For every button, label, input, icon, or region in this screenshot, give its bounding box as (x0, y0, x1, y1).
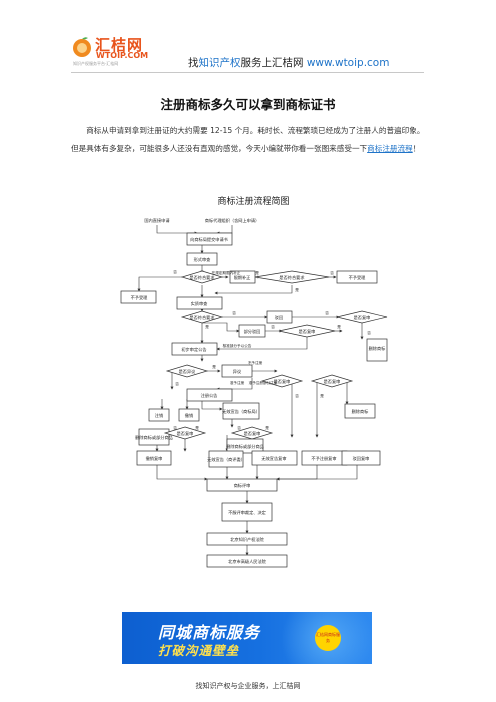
edge-publish-notice: 核准部分予以公告 (223, 343, 252, 348)
paragraph-link[interactable]: 商标注册流程 (367, 144, 413, 153)
node-keep-part: 删除商标或部分商品 (135, 434, 173, 441)
node-del-part: 删除商标或部分商品 (226, 443, 264, 450)
edge-no-1: 否 (173, 270, 177, 274)
node-revoke-review: 撤销复审 (146, 455, 163, 462)
node-registered: 注册公告 (201, 392, 218, 399)
node-q-review4: 是否复审 (324, 378, 341, 385)
edge-no-8: 否 (295, 394, 299, 398)
edge-yes-7: 是 (195, 425, 199, 430)
node-delete: 删除商标 (369, 345, 386, 352)
trademark-flowchart: 商标注册流程简图 (117, 189, 390, 599)
edge-no-5: 否 (271, 325, 275, 329)
edge-approve-reg: 准予注册 (230, 380, 245, 385)
edge-no-7: 否 (175, 382, 179, 386)
node-nreg-review: 不予注册复审 (311, 455, 336, 462)
node-reject1: 不予受理 (349, 274, 367, 281)
node-reject2: 不予受理 (131, 294, 149, 301)
edge-no-10: 否 (237, 426, 241, 430)
node-opposition: 异议 (233, 368, 242, 375)
banner-badge: 汇桔网商标服务 (315, 625, 341, 651)
node-invalid-review: 无效宣告复审 (261, 455, 286, 462)
node-invalid: 无效宣告（商标局） (222, 408, 260, 415)
logo-en-text: WTOIP.COM (96, 51, 149, 60)
header-divider (71, 72, 424, 73)
node-agent: 商标代理组织（含网上申请） (205, 217, 259, 224)
node-tm-board: 商标评审 (234, 482, 251, 489)
node-q-court: 不服评审裁定、决定 (228, 509, 266, 516)
node-substantive: 实质审查 (191, 300, 209, 307)
edge-yes-5: 是 (212, 364, 216, 369)
node-q2: 是否符合要求 (279, 274, 305, 281)
page-footer: 找知识产权与企业服务，上汇桔网 (195, 682, 301, 690)
node-revoke: 撤销 (185, 412, 193, 419)
node-self: 国内直接申请 (144, 217, 169, 224)
node-delete2: 删除商标 (352, 408, 369, 415)
node-q-review3: 是否复审 (274, 378, 291, 385)
edge-not-registered: 不予注册 (248, 360, 263, 365)
orange-logo-icon (73, 37, 91, 57)
node-court2: 北京市高级人民法院 (228, 558, 267, 565)
header-tagline: 找知识产权服务上汇桔网 www.wtoip.com (188, 55, 389, 70)
flowchart-title: 商标注册流程简图 (217, 197, 290, 207)
node-prelim: 初步审定公告 (181, 346, 206, 353)
node-q-r6: 是否复审 (244, 430, 261, 437)
edge-yes-4: 是 (337, 324, 341, 329)
edge-no-3: 否 (232, 311, 236, 315)
flowchart-svg: 国内直接申请 商标代理组织（含网上申请） 向商标局提交申请书 形式审查 是否符合… (120, 217, 388, 568)
site-logo[interactable]: 汇桔网 WTOIP.COM 知识产权服务平台·汇桔网 (71, 34, 161, 68)
paragraph-text: 商标从申请到拿到注册证的大约需要 12-15 个月。耗时长、流程繁琐已经成为了注… (71, 126, 425, 153)
node-q-review1: 是否复审 (354, 314, 371, 321)
tagline-highlight[interactable]: 知识产权 (198, 57, 241, 69)
tagline-prefix: 找 (188, 57, 199, 69)
banner-subline: 打破沟通壁垒 (158, 643, 240, 658)
logo-subtitle: 知识产权服务平台·汇桔网 (73, 61, 119, 66)
edge-no-4: 否 (325, 311, 329, 315)
node-refuse-review: 驳回复审 (353, 455, 370, 462)
promo-banner[interactable]: 同城商标服务 打破沟通壁垒 汇桔网商标服务 (122, 612, 372, 664)
node-q-r5: 是否复审 (177, 430, 194, 437)
node-inval2: 无效宣告（商评委） (207, 456, 245, 463)
paragraph-end: ！ (412, 144, 421, 153)
node-partial: 部分驳回 (244, 328, 261, 335)
edge-yes-8: 是 (265, 425, 269, 430)
node-deregister: 注销 (155, 412, 163, 419)
node-refuse: 驳回 (275, 314, 283, 321)
edge-yes-1: 是 (255, 270, 259, 275)
node-q1: 是否符合要求 (189, 274, 215, 281)
edge-yes-3: 是 (205, 324, 209, 329)
node-court1: 北京知识产权法院 (230, 536, 264, 543)
edge-supp: 在规定期限内补正 (212, 270, 241, 275)
article-paragraph: 商标从申请到拿到注册证的大约需要 12-15 个月。耗时长、流程繁琐已经成为了注… (71, 122, 426, 158)
edge-no-2: 否 (330, 271, 334, 275)
edge-not-approve: 准予注册部分注册 (249, 380, 278, 385)
edge-no-6: 否 (367, 331, 371, 335)
logo-cn-text: 汇桔网 (95, 36, 144, 54)
node-formal: 形式审查 (194, 256, 212, 263)
node-notice: 限期补正 (234, 274, 251, 281)
tagline-url-link[interactable]: www.wtoip.com (306, 57, 390, 69)
edge-yes-2: 是 (295, 287, 299, 292)
edge-no-9: 否 (173, 426, 177, 430)
edge-yes-6: 是 (320, 393, 324, 398)
node-q3: 是否符合要求 (189, 314, 215, 321)
tagline-middle: 服务上汇桔网 (240, 57, 307, 69)
node-q-review2: 是否复审 (299, 328, 316, 335)
banner-headline: 同城商标服务 (158, 623, 261, 642)
node-submit: 向商标局提交申请书 (190, 236, 228, 243)
node-q-oppose: 是否异议 (179, 368, 197, 375)
article-title: 注册商标多久可以拿到商标证书 (160, 97, 336, 112)
